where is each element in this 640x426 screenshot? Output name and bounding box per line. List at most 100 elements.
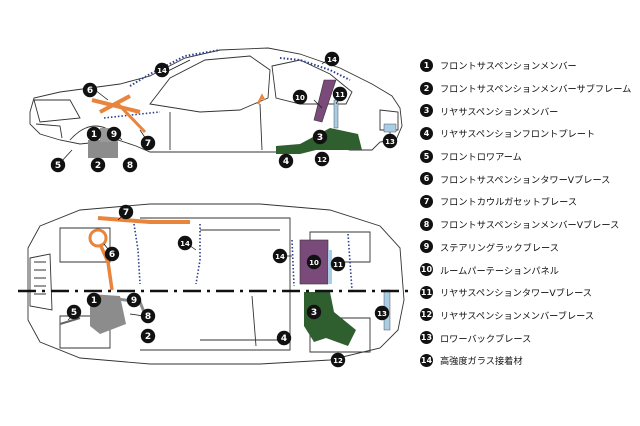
legend-number-badge: 3 [420, 104, 433, 118]
side-callout-9: 9 [106, 126, 122, 142]
legend-number-badge: 4 [420, 126, 433, 140]
side-callout-5: 5 [50, 157, 66, 173]
callout-number: 5 [55, 161, 61, 171]
legend-label: 高強度ガラス接着材 [440, 356, 523, 368]
top-callout-13: 13 [374, 305, 390, 321]
legend-number-badge: 7 [420, 194, 433, 208]
legend-item: 3 リヤサスペンションメンバー [420, 99, 635, 122]
legend-item: 12 リヤサスペンションメンバーブレース [420, 304, 635, 327]
legend-label: フロントロワアーム [440, 152, 522, 164]
legend-label: リヤサスペンションメンバーブレース [440, 310, 595, 322]
legend-number-badge: 6 [420, 172, 433, 186]
side-callout-14: 14 [324, 51, 340, 67]
legend-item: 7 フロントカウルガセットブレース [420, 190, 635, 213]
top-callout-12: 12 [330, 352, 346, 368]
top-callout-10: 10 [306, 254, 322, 270]
callout-number: 10 [295, 94, 305, 102]
legend-number-badge: 11 [420, 285, 433, 299]
side-callout-8: 8 [122, 157, 138, 173]
legend-number-badge: 9 [420, 240, 433, 254]
side-callout-4: 4 [278, 153, 294, 169]
legend-item: 8 フロントサスペンションメンバーVブレース [420, 213, 635, 236]
callout-number: 14 [275, 253, 285, 261]
callout-number: 8 [127, 161, 133, 171]
legend-item: 9 ステアリングラックブレース [420, 236, 635, 259]
side-callout-7: 7 [140, 135, 156, 151]
callout-number: 12 [333, 357, 343, 365]
legend-number-badge: 14 [420, 353, 433, 367]
legend-item: 14 高強度ガラス接着材 [420, 349, 635, 372]
legend-label: フロントカウルガセットブレース [440, 197, 578, 209]
legend-label: ロワーバックブレース [440, 333, 532, 345]
callout-number: 2 [95, 161, 101, 171]
top-callout-2: 2 [140, 328, 156, 344]
side-callout-1: 1 [86, 126, 102, 142]
legend-label: リヤサスペンションタワーVブレース [440, 288, 592, 300]
callout-number: 7 [123, 208, 129, 218]
legend-label: フロントサスペンションメンバー [440, 61, 577, 73]
callout-number: 14 [327, 56, 337, 64]
callout-number: 4 [283, 157, 289, 167]
legend-item: 5 フロントロワアーム [420, 145, 635, 168]
top-view-parts [59, 216, 391, 346]
side-callout-6: 6 [82, 82, 98, 98]
legend-number-badge: 2 [420, 81, 433, 95]
side-callout-3: 3 [312, 129, 328, 145]
callout-number: 5 [71, 308, 77, 318]
legend-number-badge: 12 [420, 308, 433, 322]
legend-label: リヤサスペンションメンバー [440, 106, 559, 118]
callout-number: 9 [131, 296, 137, 306]
callout-number: 11 [333, 261, 343, 269]
top-callout-9: 9 [126, 292, 142, 308]
side-callout-2: 2 [90, 157, 106, 173]
legend-label: フロントサスペンションメンバーVブレース [440, 220, 620, 232]
legend-item: 11 リヤサスペンションタワーVブレース [420, 281, 635, 304]
legend-number-badge: 5 [420, 149, 433, 163]
callout-number: 12 [317, 156, 327, 164]
callout-number: 13 [385, 138, 395, 146]
legend-label: ステアリングラックブレース [440, 242, 559, 254]
side-callout-14: 14 [154, 62, 170, 78]
top-cowl-gasket [97, 216, 190, 224]
callout-number: 13 [377, 310, 387, 318]
legend-number-badge: 10 [420, 263, 433, 277]
legend-item: 13 ロワーバックブレース [420, 326, 635, 349]
top-callout-4: 4 [276, 330, 292, 346]
callout-number: 7 [145, 139, 151, 149]
legend-number-badge: 8 [420, 217, 433, 231]
top-callout-7: 7 [118, 204, 134, 220]
top-rear-susp-member [304, 292, 356, 346]
side-glass-adhesive [129, 49, 221, 87]
legend-number-badge: 13 [420, 331, 433, 345]
callout-number: 3 [311, 308, 317, 318]
callout-number: 14 [157, 67, 167, 75]
side-front-susp-member [88, 140, 118, 158]
callout-number: 10 [309, 259, 319, 267]
top-callout-8: 8 [140, 308, 156, 324]
top-callout-14: 14 [272, 248, 288, 264]
callout-number: 2 [145, 332, 151, 342]
callout-number: 14 [180, 240, 190, 248]
top-callout-1: 1 [86, 292, 102, 308]
top-callout-5: 5 [66, 304, 82, 320]
callout-number: 11 [335, 91, 345, 99]
callout-number: 3 [317, 133, 323, 143]
callout-number: 6 [87, 86, 93, 96]
top-callout-3: 3 [306, 304, 322, 320]
callout-number: 8 [145, 312, 151, 322]
side-view-parts [88, 49, 397, 158]
top-callout-6: 6 [104, 246, 120, 262]
callout-number: 6 [109, 250, 115, 260]
top-room-partition [299, 239, 329, 285]
side-callout-10: 10 [292, 89, 308, 105]
callout-number: 1 [91, 130, 97, 140]
top-callout-11: 11 [330, 256, 346, 272]
side-callout-11: 11 [332, 86, 348, 102]
